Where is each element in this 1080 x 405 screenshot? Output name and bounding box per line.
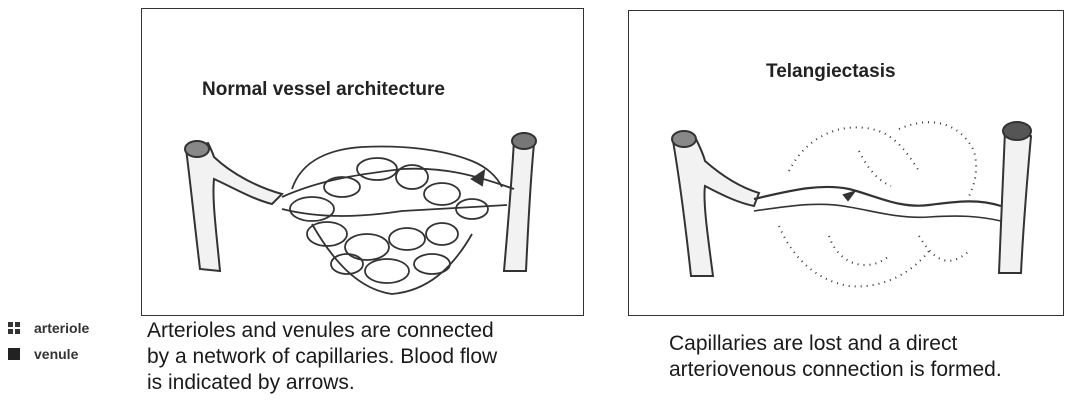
capillary-network [282,147,514,294]
right-venule-vessel [504,139,534,271]
caption-line: is indicated by arrows. [147,370,597,396]
left-arteriole-vessel [186,143,282,271]
arteriovenous-connection [754,187,1001,206]
legend-label: venule [34,346,78,362]
legend-item-venule: venule [8,341,89,367]
caption-line: Capillaries are lost and a direct [669,331,1080,357]
flow-arrow [472,171,484,185]
legend-label: arteriole [34,320,89,336]
telangiectasis-illustration [629,11,1065,317]
legend: arteriole venule [8,315,89,367]
left-arteriole-vessel [673,137,759,276]
caption-line: by a network of capillaries. Blood flow [147,344,597,370]
caption-line: Arterioles and venules are connected [147,318,597,344]
caption-normal: Arterioles and venules are connected by … [147,318,597,396]
hatched-square-icon [8,322,20,334]
normal-vessel-illustration [142,9,585,317]
caption-line: arteriovenous connection is formed. [669,357,1080,383]
normal-vessel-panel: Normal vessel architecture [141,8,584,316]
caption-telangiectasis: Capillaries are lost and a direct arteri… [669,331,1080,383]
solid-square-icon [8,348,20,360]
legend-item-arteriole: arteriole [8,315,89,341]
flow-arrow [844,192,854,200]
telangiectasis-panel: Telangiectasis [628,10,1064,316]
right-venule-vessel [999,131,1031,273]
